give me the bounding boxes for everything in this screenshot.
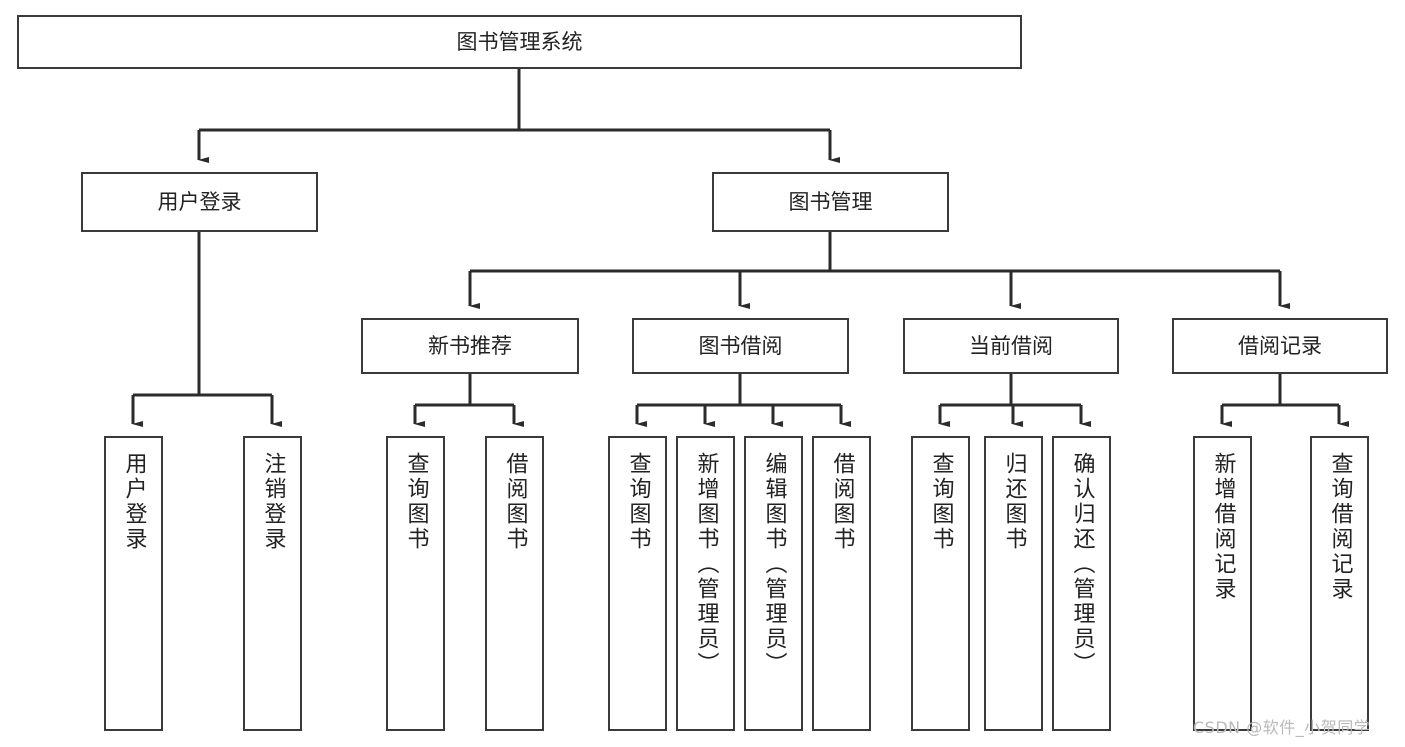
node-leaf-query-book-3[interactable]: 查询图书: [911, 436, 970, 731]
node-current-borrow-label: 当前借阅: [969, 333, 1053, 358]
watermark-text: CSDN @软件_小贺同学: [1193, 718, 1371, 737]
node-leaf-add-borrow-record-label: 新增借阅记录: [1210, 452, 1236, 602]
node-leaf-add-book-admin-label: 新增图书（管理员）: [693, 452, 719, 677]
node-leaf-confirm-return-admin-label: 确认归还（管理员）: [1069, 452, 1095, 677]
node-user-login[interactable]: 用户登录: [81, 172, 318, 232]
node-leaf-edit-book-admin-label: 编辑图书（管理员）: [761, 452, 787, 677]
edge-group-user-login: [131, 232, 282, 427]
node-book-borrow-label: 图书借阅: [698, 333, 783, 358]
node-leaf-query-borrow-record[interactable]: 查询借阅记录: [1310, 436, 1369, 731]
node-root[interactable]: 图书管理系统: [17, 15, 1022, 69]
edge-group-book-borrow: [635, 374, 851, 427]
node-leaf-add-book-admin[interactable]: 新增图书（管理员）: [676, 436, 735, 731]
node-leaf-query-borrow-record-label: 查询借阅记录: [1327, 452, 1353, 602]
node-leaf-borrow-book-1-label: 借阅图书: [502, 452, 528, 552]
edge-group-current-borrow: [938, 374, 1091, 427]
node-leaf-borrow-book-2[interactable]: 借阅图书: [812, 436, 871, 731]
node-leaf-query-book-1-label: 查询图书: [403, 452, 429, 552]
node-leaf-add-borrow-record[interactable]: 新增借阅记录: [1193, 436, 1252, 731]
node-leaf-query-book-2[interactable]: 查询图书: [608, 436, 667, 731]
node-new-book-recommend-label: 新书推荐: [428, 333, 512, 358]
node-leaf-user-logout[interactable]: 注销登录: [243, 436, 302, 731]
edge-group-book-management: [468, 232, 1290, 309]
edge-group-new-book-recommend: [413, 374, 524, 427]
node-leaf-borrow-book-2-label: 借阅图书: [829, 452, 855, 552]
node-leaf-query-book-1[interactable]: 查询图书: [386, 436, 445, 731]
node-leaf-user-login[interactable]: 用户登录: [104, 436, 163, 731]
node-leaf-return-book-label: 归还图书: [1001, 452, 1027, 552]
node-root-label: 图书管理系统: [456, 29, 583, 54]
node-leaf-query-book-3-label: 查询图书: [928, 452, 954, 552]
node-leaf-edit-book-admin[interactable]: 编辑图书（管理员）: [744, 436, 803, 731]
node-book-management-label: 图书管理: [788, 189, 873, 214]
node-book-management[interactable]: 图书管理: [712, 172, 949, 232]
node-leaf-user-logout-label: 注销登录: [260, 452, 286, 552]
edge-group-root: [197, 69, 840, 163]
node-leaf-return-book[interactable]: 归还图书: [984, 436, 1043, 731]
node-current-borrow[interactable]: 当前借阅: [903, 318, 1119, 374]
node-leaf-borrow-book-1[interactable]: 借阅图书: [485, 436, 544, 731]
edge-group-borrow-record: [1220, 374, 1349, 427]
node-leaf-confirm-return-admin[interactable]: 确认归还（管理员）: [1052, 436, 1111, 731]
node-leaf-user-login-label: 用户登录: [121, 452, 147, 552]
node-user-login-label: 用户登录: [157, 189, 242, 214]
node-leaf-query-book-2-label: 查询图书: [625, 452, 651, 552]
node-book-borrow[interactable]: 图书借阅: [632, 318, 849, 374]
node-borrow-record-label: 借阅记录: [1238, 333, 1322, 358]
node-borrow-record[interactable]: 借阅记录: [1172, 318, 1388, 374]
node-new-book-recommend[interactable]: 新书推荐: [361, 318, 579, 374]
